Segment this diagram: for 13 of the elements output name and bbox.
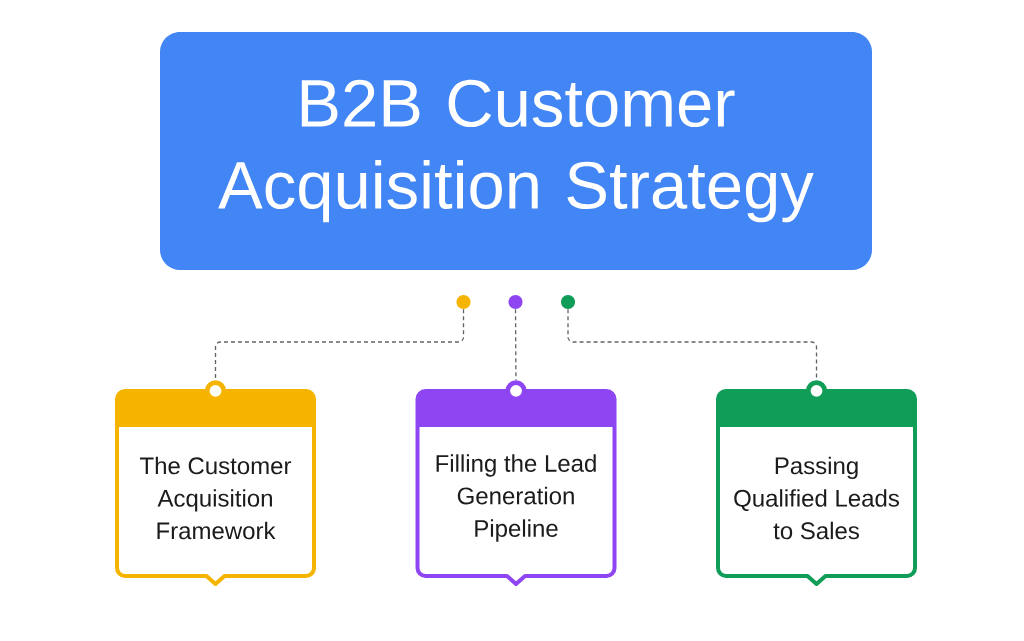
dashed-connector (205, 308, 465, 402)
node-label: Passing Qualified Leads to Sales (734, 456, 899, 540)
title-box: B2B Customer Acquisition Strategy (160, 32, 872, 270)
dashed-connector (567, 308, 827, 402)
dashed-connector (505, 308, 527, 402)
dot (508, 295, 523, 309)
node-label: Filling the Lead Generation Pipeline (436, 454, 596, 542)
dot (456, 295, 471, 309)
card: Passing Qualified Leads to Sales (716, 389, 917, 586)
node-label: The Customer Acquisition Framework (140, 456, 292, 540)
dot (561, 295, 575, 309)
card: The Customer Acquisition Framework (115, 389, 316, 586)
card: Filling the Lead Generation Pipeline (415, 389, 617, 586)
